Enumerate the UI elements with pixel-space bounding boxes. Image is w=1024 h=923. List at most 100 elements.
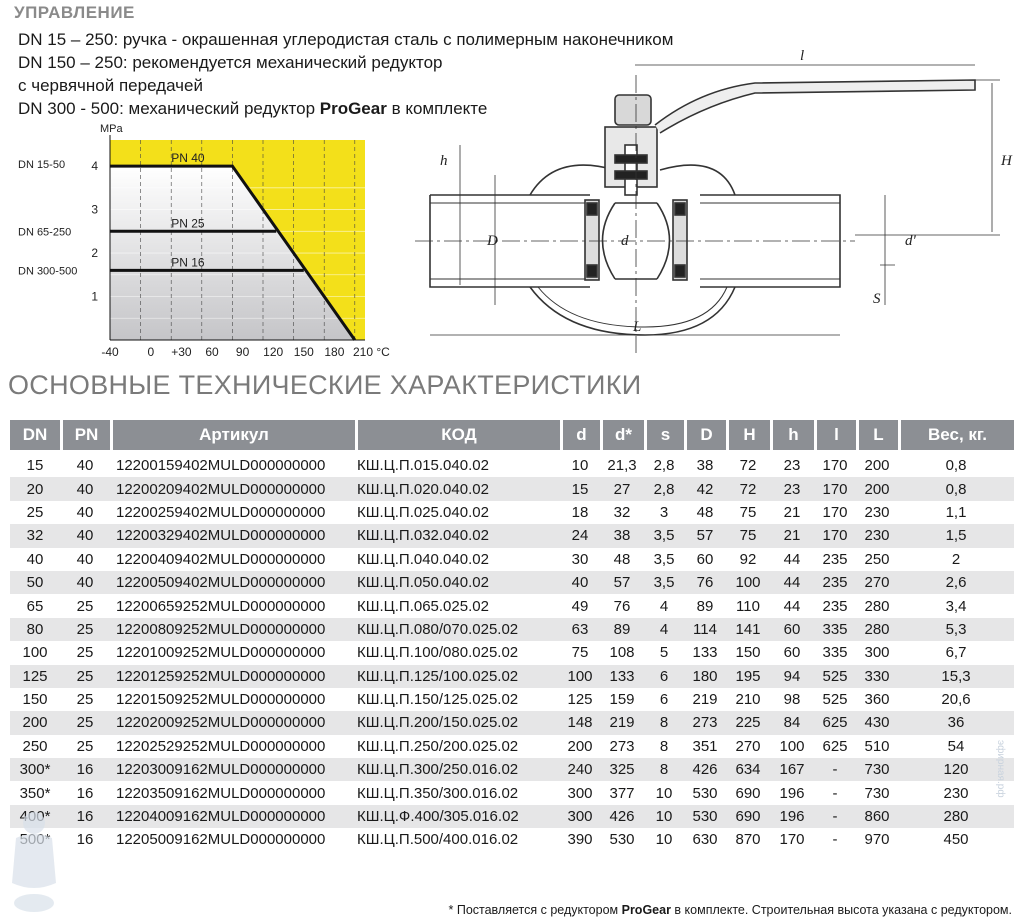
table-cell: 335 <box>822 644 848 662</box>
x-tick-label: 0 <box>147 345 154 359</box>
table-cell: 110 <box>736 597 760 615</box>
table-cell: 21 <box>783 503 801 521</box>
watermark: эфирная.рф <box>995 740 1006 798</box>
table-cell: КШ.Ц.П.080/070.025.02 <box>355 617 560 642</box>
table-cell: 430 <box>856 711 898 735</box>
table-cell: 89 <box>696 597 714 615</box>
dim-l: l <box>800 48 804 64</box>
table-cell: 72 <box>739 457 757 475</box>
control-line-4: DN 300 - 500: механический редуктор ProG… <box>18 99 487 119</box>
table-cell: 270 <box>735 737 761 755</box>
table-cell: 3 <box>659 503 669 521</box>
table-cell: 57 <box>600 570 644 595</box>
series-label: PN 16 <box>171 255 205 269</box>
table-cell: 690 <box>735 784 761 802</box>
table-cell: 20 <box>10 477 60 501</box>
ball-valve-drawing: l h H D d d' S L <box>415 48 1013 353</box>
table-cell: 10 <box>655 831 673 849</box>
dim-h: h <box>440 153 448 169</box>
table-cell: 8 <box>659 737 669 755</box>
table-cell: 12203509162MULD000000000 <box>116 784 326 802</box>
table-cell: 8 <box>644 711 684 735</box>
column-header: H <box>726 420 770 454</box>
table-cell: 100 <box>22 644 48 662</box>
table-cell: 20,6 <box>941 691 971 709</box>
table-cell: 525 <box>822 691 848 709</box>
table-cell: 230 <box>856 524 898 548</box>
table-cell: 230 <box>864 503 890 521</box>
table-cell: 125 <box>567 691 593 709</box>
column-header: d <box>560 420 600 454</box>
dim-S: S <box>873 291 881 307</box>
y-axis-label: MPa <box>100 123 124 135</box>
table-cell: 330 <box>856 664 898 688</box>
table-cell: 2,8 <box>644 477 684 501</box>
table-cell: 280 <box>864 597 890 615</box>
table-cell: 377 <box>609 784 635 802</box>
table-cell: - <box>814 804 856 829</box>
handle <box>654 79 976 134</box>
table-cell: 235 <box>814 570 856 595</box>
table-cell: 12200329402MULD000000000 <box>110 524 355 548</box>
table-cell: 76 <box>613 597 631 615</box>
table-cell: КШ.Ц.П.125/100.025.02 <box>355 664 560 688</box>
table-cell: 273 <box>609 737 635 755</box>
table-row: 400*1612204009162MULD000000000КШ.Ц.Ф.400… <box>10 804 1014 829</box>
table-cell: 12200809252MULD000000000 <box>110 617 355 642</box>
table-cell: 12201009252MULD000000000 <box>116 644 326 662</box>
table-cell: 15 <box>560 477 600 501</box>
table-cell: 80 <box>10 617 60 642</box>
x-tick-label: 150 <box>294 345 314 359</box>
table-cell: 141 <box>726 617 770 642</box>
dim-L: L <box>632 319 641 335</box>
table-cell: 3,5 <box>644 524 684 548</box>
table-cell: 730 <box>864 784 890 802</box>
control-line-2: DN 150 – 250: рекомендуется механический… <box>18 53 443 72</box>
column-header: D <box>684 420 726 454</box>
x-tick-label: 120 <box>263 345 283 359</box>
table-cell: 92 <box>739 550 757 568</box>
table-cell: 170 <box>814 524 856 548</box>
control-heading: УПРАВЛЕНИЕ <box>14 3 135 22</box>
table-cell: 25 <box>60 617 110 642</box>
table-cell: 25 <box>76 737 94 755</box>
table-cell: 25 <box>76 691 94 709</box>
column-header: h <box>770 420 814 454</box>
table-cell: 12202009252MULD000000000 <box>110 711 355 735</box>
table-cell: 23 <box>770 477 814 501</box>
specs-heading: ОСНОВНЫЕ ТЕХНИЧЕСКИЕ ХАРАКТЕРИСТИКИ <box>8 370 642 400</box>
table-cell: 100 <box>779 737 805 755</box>
table-cell: 25 <box>60 711 110 735</box>
table-cell: 170 <box>779 831 805 849</box>
column-header: Артикул <box>110 420 355 454</box>
column-header: PN <box>60 420 110 454</box>
table-cell: 44 <box>783 597 801 615</box>
table-cell: 16 <box>76 831 94 849</box>
table-cell: 235 <box>822 597 848 615</box>
table-cell: 49 <box>571 597 589 615</box>
table-cell: 108 <box>609 644 635 662</box>
table-cell: 690 <box>726 804 770 829</box>
table-cell: 730 <box>856 758 898 782</box>
table-cell: 15,3 <box>898 664 1014 688</box>
table-cell: 2,8 <box>653 457 675 475</box>
table-cell: 970 <box>864 831 890 849</box>
table-cell: 300 <box>864 644 890 662</box>
table-cell: 625 <box>814 711 856 735</box>
table-cell: 12205009162MULD000000000 <box>116 831 326 849</box>
table-cell: 530 <box>684 804 726 829</box>
pipe-right-outline <box>700 194 841 288</box>
table-cell: КШ.Ц.П.020.040.02 <box>355 477 560 501</box>
table-cell: 84 <box>770 711 814 735</box>
table-cell: 60 <box>783 644 801 662</box>
dn-range-label: DN 300-500 <box>18 265 77 277</box>
table-cell: 235 <box>822 550 848 568</box>
table-cell: 38 <box>600 524 644 548</box>
table-cell: 60 <box>696 550 714 568</box>
table-cell: 16 <box>60 758 110 782</box>
